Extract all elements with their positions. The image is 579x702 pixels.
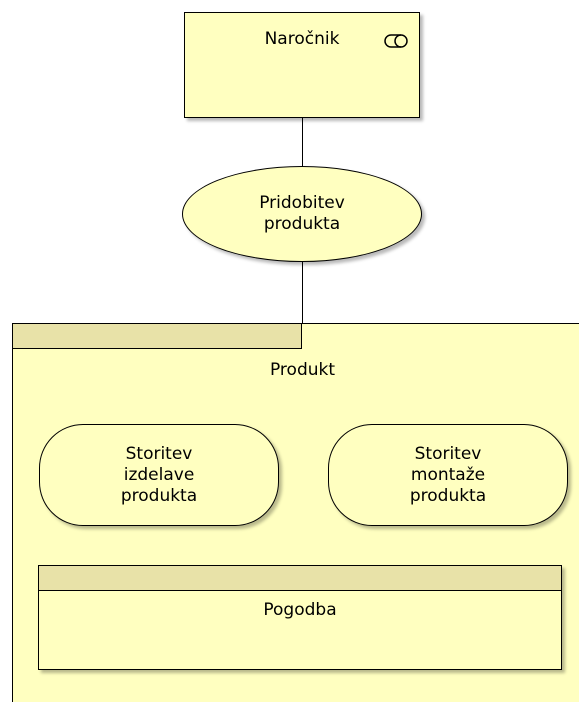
service-izdelave-line2: izdelave: [123, 464, 195, 485]
service-montaze-label: Storitev montaže produkta: [410, 444, 486, 507]
contract-pogodba[interactable]: Pogodba: [38, 565, 562, 670]
contract-label: Pogodba: [263, 600, 337, 620]
business-service-label-line1: Pridobitev: [259, 193, 345, 213]
product-group-label: Produkt: [269, 360, 336, 380]
service-izdelave-label: Storitev izdelave produkta: [121, 444, 197, 507]
product-group[interactable]: Produkt Storitev izdelave produkta Stori…: [12, 323, 579, 702]
connector-service-to-product: [302, 260, 303, 326]
service-montaze-line1: Storitev: [414, 443, 482, 464]
role-label: Naročnik: [264, 29, 340, 49]
service-montaze-line2: montaže: [410, 464, 486, 485]
role-icon: [384, 34, 408, 48]
service-montaze-line3: produkta: [409, 485, 487, 506]
service-montaze[interactable]: Storitev montaže produkta: [328, 424, 568, 526]
service-izdelave-line3: produkta: [120, 485, 198, 506]
product-group-tab: [12, 323, 302, 349]
business-service-label: Pridobitev produkta: [259, 193, 345, 235]
business-service-pridobitev[interactable]: Pridobitev produkta: [182, 166, 422, 262]
connector-role-to-service: [302, 118, 303, 168]
role-element[interactable]: Naročnik: [184, 12, 420, 118]
service-izdelave[interactable]: Storitev izdelave produkta: [39, 424, 279, 526]
business-service-label-line2: produkta: [263, 214, 341, 234]
contract-tab: [38, 565, 562, 591]
service-izdelave-line1: Storitev: [125, 443, 193, 464]
